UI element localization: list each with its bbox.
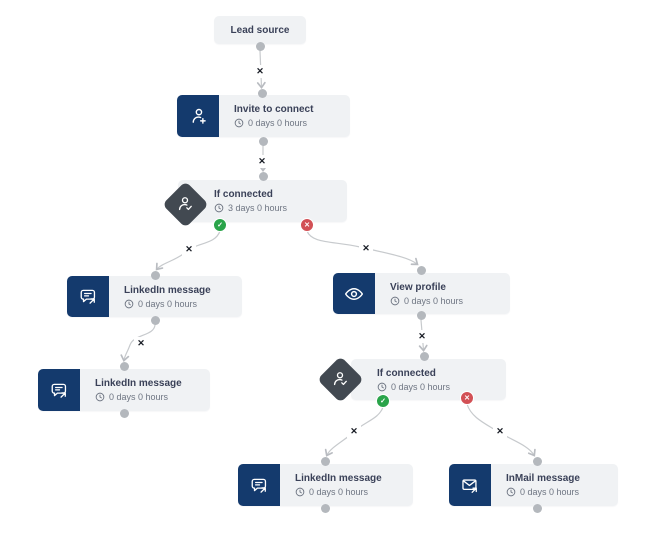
user-check-icon: [178, 197, 192, 211]
connection-port[interactable]: [258, 136, 268, 146]
connection-port[interactable]: [150, 270, 160, 280]
connection-port[interactable]: [119, 408, 129, 418]
clock-icon: [124, 299, 134, 308]
node-title: If connected: [377, 367, 436, 379]
branch-no-badge: ✕: [460, 391, 474, 405]
node-linkedin-message-1[interactable]: LinkedIn message 0 days 0 hours: [67, 276, 242, 317]
node-if-connected-1[interactable]: If connected 3 days 0 hours: [161, 180, 347, 228]
connection-port[interactable]: [320, 456, 330, 466]
branch-yes-badge: ✓: [213, 218, 227, 232]
mail-send-icon: [449, 464, 491, 506]
clock-icon: [214, 203, 224, 213]
node-linkedin-message-3[interactable]: LinkedIn message 0 days 0 hours: [238, 464, 413, 506]
chat-send-icon: [67, 276, 109, 317]
connection-port[interactable]: [119, 361, 129, 371]
node-duration-text: 0 days 0 hours: [248, 118, 308, 128]
clock-icon: [95, 392, 105, 402]
connection-port[interactable]: [255, 41, 265, 51]
node-duration-text: 0 days 0 hours: [138, 298, 198, 309]
node-if-connected-2[interactable]: If connected 0 days 0 hours: [316, 355, 506, 403]
user-plus-icon: [177, 95, 219, 137]
connection-port[interactable]: [532, 503, 542, 513]
node-duration: 0 days 0 hours: [506, 487, 610, 497]
node-inmail-message[interactable]: InMail message 0 days 0 hours: [449, 464, 618, 506]
connection-port[interactable]: [416, 265, 426, 275]
node-view-profile[interactable]: View profile 0 days 0 hours: [333, 273, 510, 314]
connection-port[interactable]: [257, 88, 267, 98]
branch-no-badge: ✕: [300, 218, 314, 232]
node-duration: 0 days 0 hours: [124, 299, 234, 309]
node-title: LinkedIn message: [295, 473, 382, 484]
delete-edge-button[interactable]: ✕: [255, 154, 269, 168]
delete-edge-button[interactable]: ✕: [182, 242, 196, 256]
delete-edge-button[interactable]: ✕: [253, 64, 267, 78]
delete-edge-button[interactable]: ✕: [493, 424, 507, 438]
node-lead-source[interactable]: Lead source: [214, 16, 306, 44]
node-duration-text: 0 days 0 hours: [391, 381, 451, 392]
node-duration: 0 days 0 hours: [234, 118, 342, 128]
node-duration-text: 0 days 0 hours: [109, 392, 169, 402]
chat-send-icon: [238, 464, 280, 506]
delete-edge-button[interactable]: ✕: [347, 424, 361, 438]
node-invite-to-connect[interactable]: Invite to connect 0 days 0 hours: [177, 95, 350, 137]
connection-port[interactable]: [532, 456, 542, 466]
node-duration: 0 days 0 hours: [95, 392, 202, 402]
delete-edge-button[interactable]: ✕: [415, 329, 429, 343]
node-title: Invite to connect: [234, 104, 314, 115]
connection-port[interactable]: [150, 315, 160, 325]
node-duration-text: 0 days 0 hours: [404, 295, 464, 306]
node-title: If connected: [214, 189, 273, 200]
clock-icon: [506, 487, 516, 497]
branch-yes-badge: ✓: [376, 394, 390, 408]
node-duration: 0 days 0 hours: [377, 382, 498, 392]
node-duration: 0 days 0 hours: [295, 487, 405, 497]
clock-icon: [390, 296, 400, 305]
user-check-icon: [333, 372, 347, 386]
eye-icon: [333, 273, 375, 314]
node-title: View profile: [390, 281, 446, 293]
node-title: LinkedIn message: [124, 284, 211, 296]
clock-icon: [377, 382, 387, 391]
node-duration-text: 0 days 0 hours: [309, 487, 369, 497]
delete-edge-button[interactable]: ✕: [134, 336, 148, 350]
clock-icon: [234, 118, 244, 128]
node-duration-text: 0 days 0 hours: [520, 487, 580, 497]
node-title: InMail message: [506, 473, 580, 484]
node-title: Lead source: [230, 24, 290, 36]
connection-port[interactable]: [320, 503, 330, 513]
node-duration: 3 days 0 hours: [214, 203, 339, 213]
connection-port[interactable]: [258, 171, 268, 181]
clock-icon: [295, 487, 305, 497]
chat-send-icon: [38, 369, 80, 411]
node-title: LinkedIn message: [95, 378, 182, 389]
connection-port[interactable]: [416, 310, 426, 320]
edge-connector: [120, 324, 156, 362]
node-linkedin-message-2[interactable]: LinkedIn message 0 days 0 hours: [38, 369, 210, 411]
connection-port[interactable]: [419, 351, 429, 361]
node-duration-text: 3 days 0 hours: [228, 203, 288, 213]
node-duration: 0 days 0 hours: [390, 296, 502, 306]
delete-edge-button[interactable]: ✕: [359, 241, 373, 255]
